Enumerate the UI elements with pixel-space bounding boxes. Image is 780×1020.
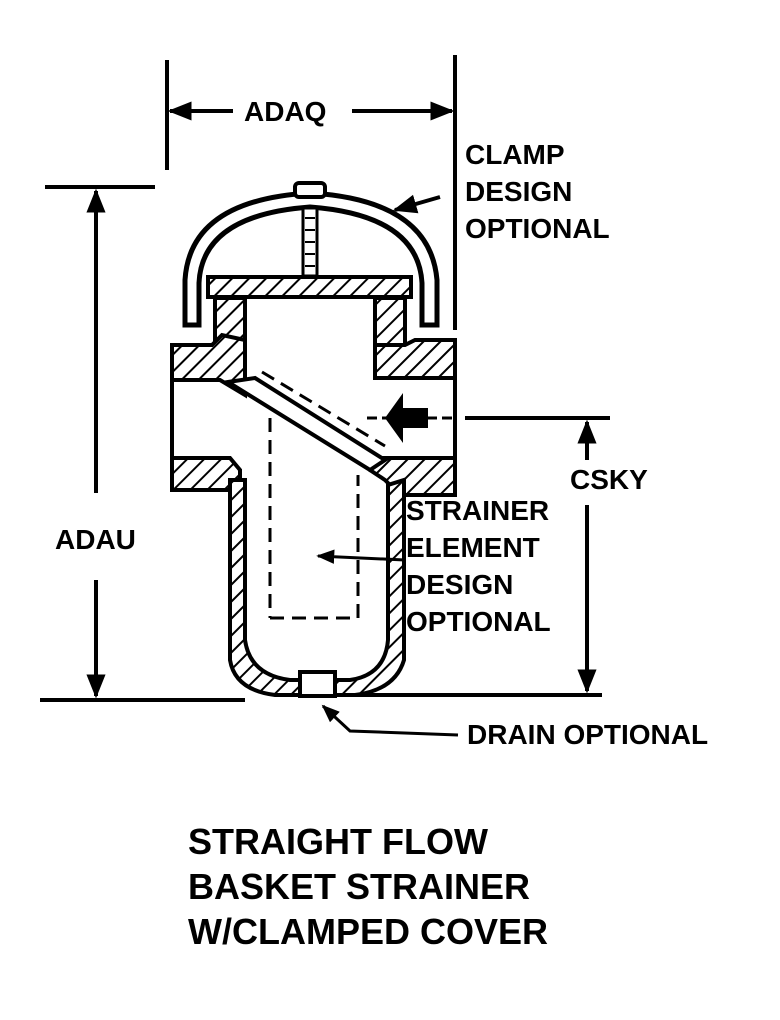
title-line2: BASKET STRAINER — [188, 866, 530, 907]
clamp-callout-line2: DESIGN — [465, 176, 572, 207]
title-line3: W/CLAMPED COVER — [188, 911, 548, 952]
strainer-callout-line3: DESIGN — [406, 569, 513, 600]
csky-label: CSKY — [570, 464, 648, 495]
clamp-callout: CLAMP DESIGN OPTIONAL — [465, 139, 610, 244]
clamp-leader-arrow — [392, 194, 441, 214]
strainer-element — [261, 370, 386, 620]
cover-plate — [206, 275, 413, 299]
diagram-title: STRAIGHT FLOW BASKET STRAINER W/CLAMPED … — [188, 821, 548, 952]
csky-dimension: CSKY — [355, 416, 648, 697]
clamp-callout-line1: CLAMP — [465, 139, 565, 170]
title-line1: STRAIGHT FLOW — [188, 821, 488, 862]
clamp — [182, 181, 441, 328]
drain-callout: DRAIN OPTIONAL — [467, 719, 708, 750]
clamp-callout-line3: OPTIONAL — [465, 213, 610, 244]
strainer-leader-arrow — [316, 549, 406, 564]
strainer-callout: STRAINER ELEMENT DESIGN OPTIONAL — [406, 495, 551, 637]
strainer-callout-line4: OPTIONAL — [406, 606, 551, 637]
adau-dimension: ADAU — [40, 185, 245, 702]
strainer-callout-line1: STRAINER — [406, 495, 549, 526]
adau-label: ADAU — [55, 524, 136, 555]
drain-leader-arrow — [321, 704, 459, 737]
flow-direction-arrow-icon — [367, 393, 455, 443]
adaq-dimension: ADAQ — [165, 55, 457, 330]
strainer-callout-line2: ELEMENT — [406, 532, 540, 563]
strainer-body — [170, 296, 457, 698]
clamp-screw-head — [293, 181, 327, 199]
adaq-label: ADAQ — [244, 96, 326, 127]
